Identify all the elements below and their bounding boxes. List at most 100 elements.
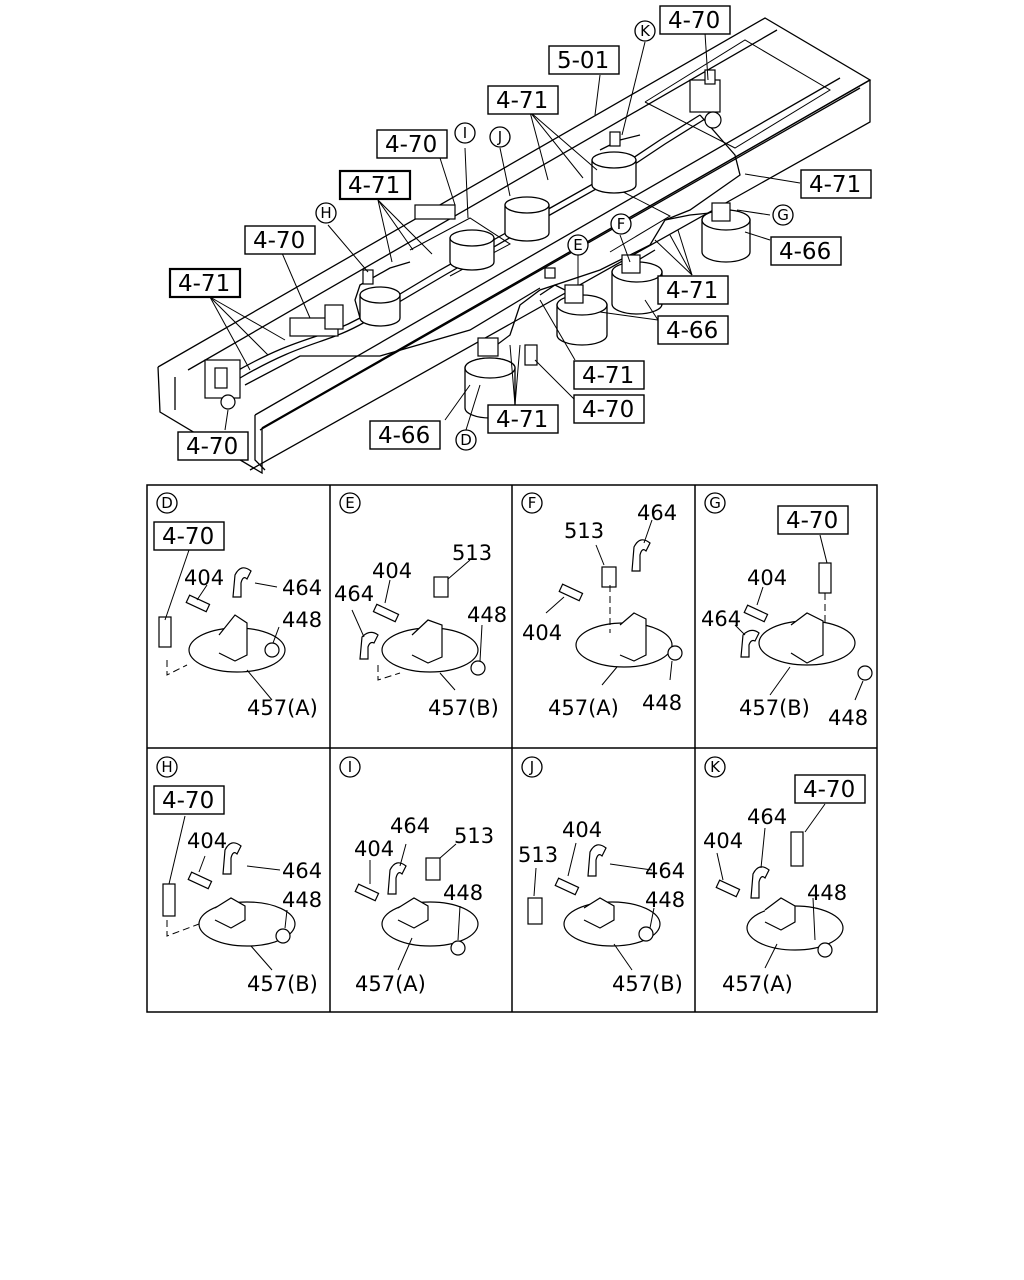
nut	[817, 942, 833, 958]
drain-plug	[601, 566, 617, 588]
drain-valve	[477, 337, 499, 357]
drain-valve	[621, 254, 641, 274]
callout-letter: E	[573, 236, 582, 254]
ref-box-4-70[interactable]: 4-70	[376, 129, 448, 159]
part-number: 404	[354, 837, 394, 861]
callout-h[interactable]: H	[315, 202, 337, 224]
ref-box-4-70[interactable]: 4-70	[153, 521, 225, 551]
part-number: 404	[372, 559, 412, 583]
ref-box-4-66[interactable]: 4-66	[369, 420, 441, 450]
ref-label: 4-66	[378, 423, 430, 449]
detail-letter-g: G	[704, 492, 726, 514]
detail-panel-d: D 4-70 404 464 448 457(A)	[153, 492, 322, 720]
part-number: 404	[703, 829, 743, 853]
elbow-fitting	[359, 631, 379, 660]
ref-box-4-71[interactable]: 4-71	[487, 85, 559, 115]
svg-text:K: K	[710, 758, 721, 776]
drain-valve	[564, 284, 584, 304]
ref-box-4-71[interactable]: 4-71	[168, 267, 242, 299]
ref-box-4-66[interactable]: 4-66	[770, 236, 842, 266]
brake-valve-rear	[704, 69, 716, 85]
callout-g[interactable]: G	[772, 204, 794, 226]
ref-box-4-70[interactable]: 4-70	[573, 394, 645, 424]
ref-box-4-71[interactable]: 4-71	[487, 404, 559, 434]
ref-box-4-70[interactable]: 4-70	[153, 785, 225, 815]
svg-text:D: D	[161, 494, 173, 512]
nut	[667, 645, 683, 661]
part-number: 457(A)	[722, 972, 793, 996]
ref-label: 5-01	[557, 48, 609, 74]
ref-box-4-70[interactable]: 4-70	[244, 225, 316, 255]
mounting-bracket	[583, 897, 615, 929]
part-number: 513	[454, 824, 494, 848]
ref-box-4-70[interactable]: 4-70	[659, 5, 731, 35]
part-number: 448	[642, 691, 682, 715]
detail-letter-h: H	[156, 756, 178, 778]
detail-panel-j: J 404 513 464 448 457(B)	[518, 756, 685, 996]
part-number: 513	[518, 843, 558, 867]
ref-box-4-71[interactable]: 4-71	[573, 360, 645, 390]
bolt	[354, 883, 380, 902]
part-number: 457(B)	[612, 972, 683, 996]
nut	[264, 642, 280, 658]
ref-box-4-71[interactable]: 4-71	[800, 169, 872, 199]
ref-box-4-70[interactable]: 4-70	[777, 505, 849, 535]
bolt	[743, 604, 769, 623]
air-tank	[359, 286, 401, 327]
svg-text:I: I	[348, 758, 352, 776]
pressure-switch	[818, 562, 832, 594]
ref-label: 4-70	[668, 8, 720, 34]
callout-f[interactable]: F	[610, 213, 632, 235]
part-number: 457(A)	[247, 696, 318, 720]
nut	[275, 928, 291, 944]
detail-panel-g: G 4-70 404 464 457(B) 448	[701, 492, 873, 730]
part-number: 464	[637, 501, 677, 525]
elbow-fitting	[587, 844, 607, 877]
part-number: 457(A)	[355, 972, 426, 996]
elbow-fitting	[387, 862, 407, 895]
elbow-fitting	[740, 629, 760, 658]
callout-i[interactable]: I	[454, 122, 476, 144]
part-number: 404	[562, 818, 602, 842]
ref-label: 4-71	[809, 172, 861, 198]
part-number: 513	[564, 519, 604, 543]
part-number: 404	[184, 566, 224, 590]
ref-box-4-70[interactable]: 4-70	[794, 774, 866, 804]
valve-block	[324, 304, 344, 330]
ref-label: 4-71	[496, 88, 548, 114]
chassis-overview: 4-70 5-01 4-71 4-70 4-71 4-70 4-71 4-71 …	[157, 5, 872, 475]
ref-label: 4-66	[666, 318, 718, 344]
ref-label: 4-70	[253, 228, 305, 254]
ref-box-4-71[interactable]: 4-71	[657, 275, 729, 305]
ref-box-4-71[interactable]: 4-71	[338, 169, 412, 201]
svg-text:J: J	[529, 758, 534, 776]
ref-label: 4-71	[496, 407, 548, 433]
mounting-bracket	[214, 897, 246, 929]
callout-letter: I	[463, 124, 467, 142]
part-number: 448	[807, 881, 847, 905]
drain-plug	[433, 576, 449, 598]
nut	[450, 940, 466, 956]
detail-panel-k: K 4-70 464 404 448 457(A)	[703, 756, 866, 996]
brake-valve-front	[220, 394, 236, 410]
ref-label: 4-70	[385, 132, 437, 158]
ref-box-4-70[interactable]: 4-70	[177, 431, 249, 461]
part-number: 457(B)	[428, 696, 499, 720]
callout-k[interactable]: K	[634, 20, 656, 42]
mounting-bracket	[790, 612, 824, 664]
nut	[470, 660, 486, 676]
part-number: 464	[701, 607, 741, 631]
part-number: 448	[645, 888, 685, 912]
valve-block	[414, 204, 456, 220]
elbow-fitting	[222, 842, 242, 875]
bolt	[715, 879, 741, 898]
brake-valve-rear	[689, 79, 721, 113]
callout-e[interactable]: E	[567, 234, 589, 256]
part-number: 464	[390, 814, 430, 838]
callout-j[interactable]: J	[489, 126, 511, 148]
ref-box-5-01[interactable]: 5-01	[548, 45, 620, 75]
svg-text:H: H	[161, 758, 172, 776]
ref-box-4-66[interactable]: 4-66	[657, 315, 729, 345]
callout-d[interactable]: D	[455, 429, 477, 451]
part-number: 448	[828, 706, 868, 730]
